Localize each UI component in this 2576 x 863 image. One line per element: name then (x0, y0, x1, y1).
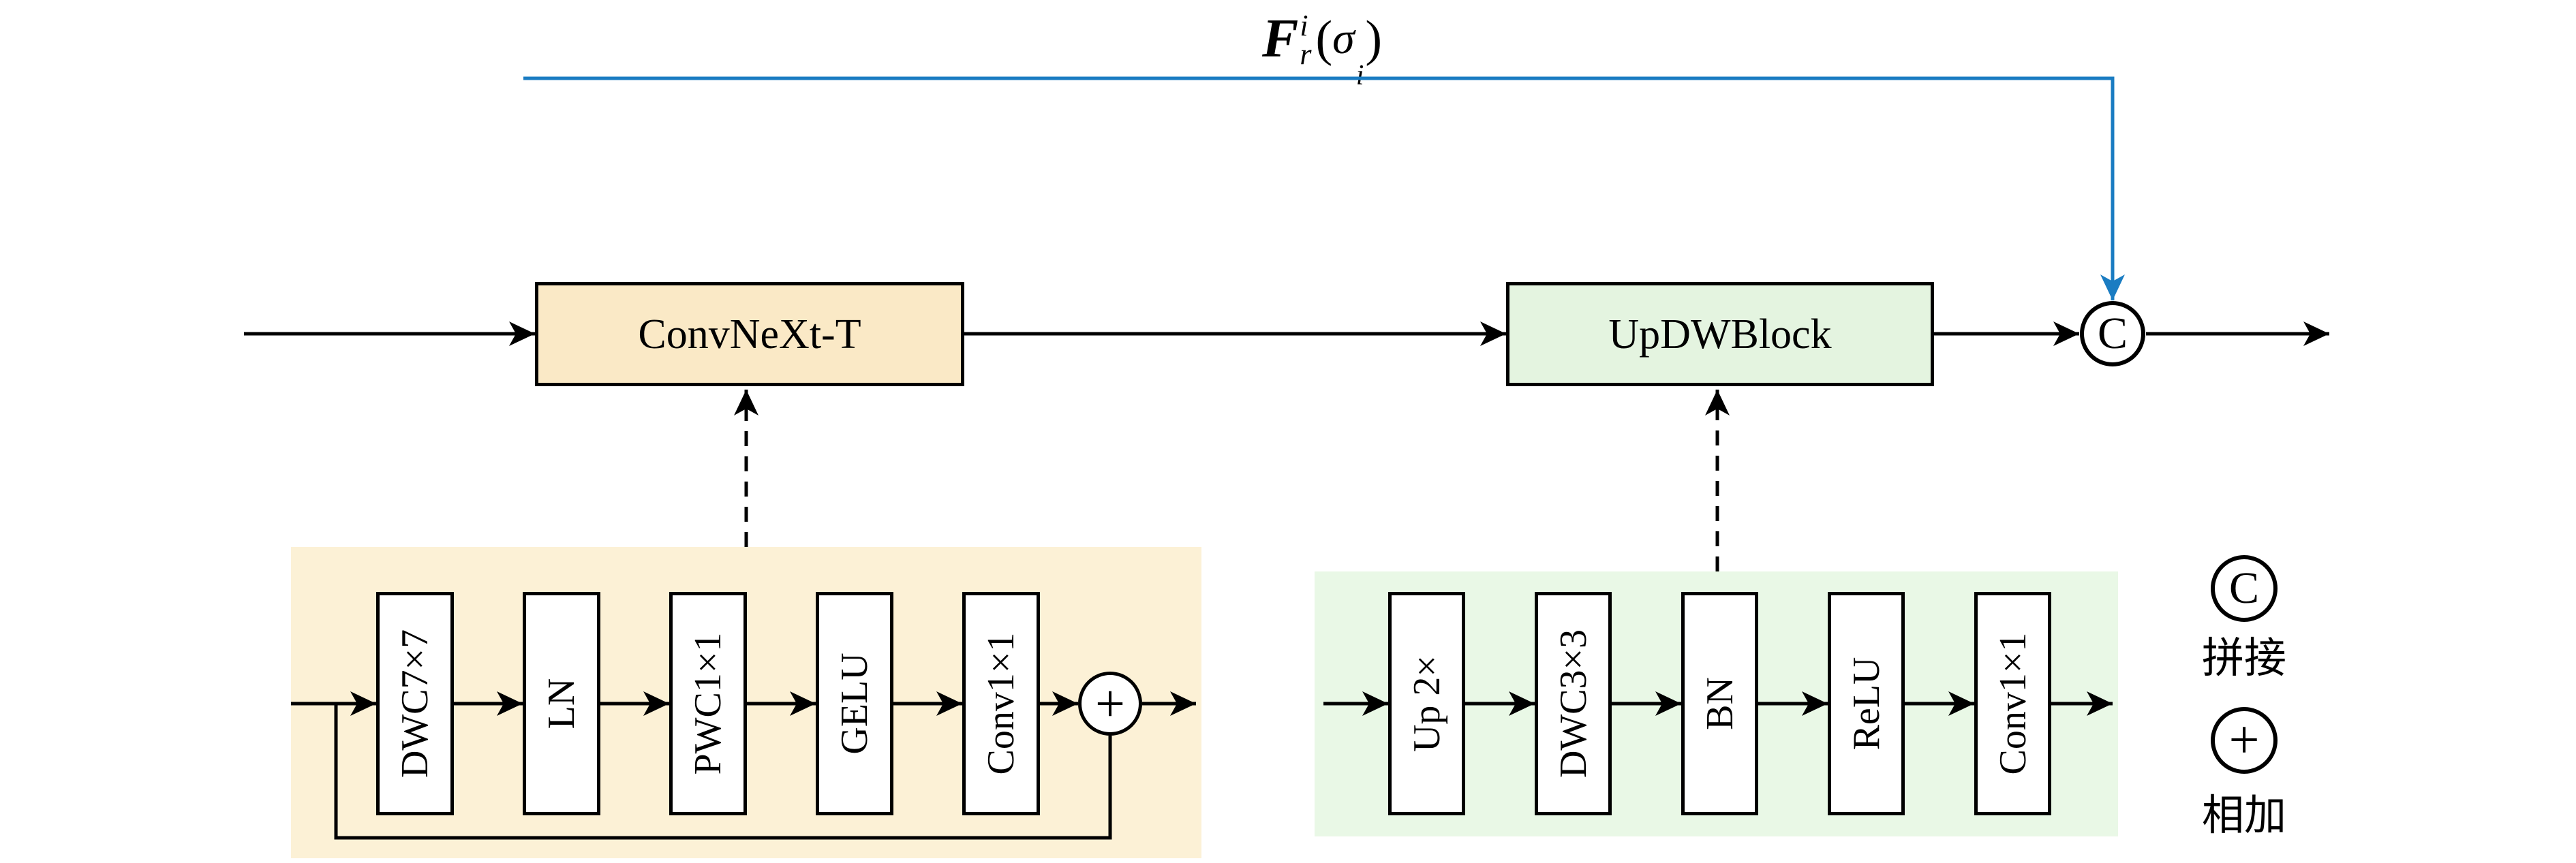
op-block-pwc1x1: PWC1×1 (669, 592, 747, 815)
op-label-relu: ReLU (1845, 657, 1888, 751)
op-block-up2x: Up 2× (1388, 592, 1465, 815)
concat-node-label: C (2097, 309, 2128, 358)
op-block-gelu: GELU (816, 592, 893, 815)
legend-concat-symbol: C (2228, 563, 2260, 613)
legend-add-symbol: + (2228, 710, 2260, 770)
op-label-conv1x1-encoder: Conv1×1 (980, 632, 1022, 775)
updw-block-label: UpDWBlock (1608, 311, 1832, 358)
skip-connection-arrow (523, 76, 2125, 300)
convnext-block: ConvNeXt-T (535, 282, 964, 386)
formula-base: F (1261, 9, 1299, 69)
formula-close-paren: ) (1365, 11, 1383, 67)
formula-superscript: i (1300, 9, 1308, 43)
op-block-conv1x1-decoder: Conv1×1 (1974, 592, 2051, 815)
op-label-conv1x1-decoder: Conv1×1 (1991, 632, 2034, 775)
legend-concat-label: 拼接 (2201, 636, 2286, 682)
op-label-up2x: Up 2× (1405, 655, 1448, 753)
formula-sigma-subscript: i (1355, 60, 1364, 91)
detail-link-arrows (734, 390, 1730, 571)
op-label-gelu: GELU (833, 653, 876, 755)
op-label-dwc3x3: DWC3×3 (1552, 629, 1595, 779)
formula-open-paren: ( (1315, 11, 1333, 67)
op-block-conv1x1-encoder: Conv1×1 (962, 592, 1040, 815)
convnext-block-label: ConvNeXt-T (638, 311, 861, 358)
formula-subscript: r (1300, 37, 1312, 71)
updw-block: UpDWBlock (1506, 282, 1934, 386)
op-label-pwc1x1: PWC1×1 (687, 632, 729, 775)
legend-add-label: 相加 (2201, 793, 2286, 839)
residual-add-node: + (1078, 672, 1142, 736)
op-block-dwc3x3: DWC3×3 (1535, 592, 1612, 815)
op-label-ln: LN (540, 678, 583, 729)
op-block-relu: ReLU (1828, 592, 1905, 815)
concat-node: C (2080, 301, 2145, 366)
residual-add-label: + (1095, 674, 1125, 733)
op-block-ln: LN (523, 592, 600, 815)
op-label-dwc7x7: DWC7×7 (394, 629, 436, 779)
formula-sigma: σ (1332, 14, 1355, 63)
op-block-dwc7x7: DWC7×7 (376, 592, 454, 815)
legend-concat-icon: C (2211, 555, 2278, 622)
op-block-bn: BN (1681, 592, 1758, 815)
op-label-bn: BN (1698, 677, 1741, 730)
legend-add-icon: + (2211, 707, 2278, 774)
